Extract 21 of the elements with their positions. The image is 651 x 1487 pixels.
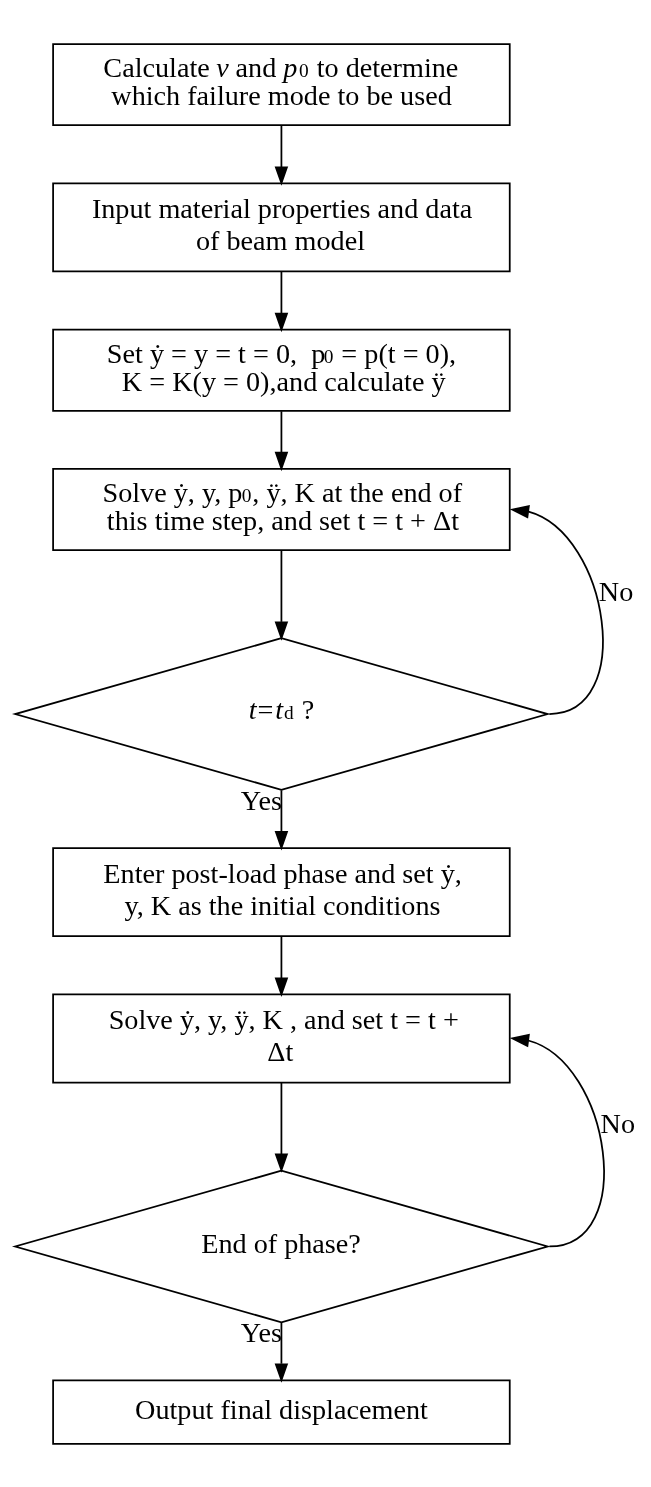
- edge-label: No: [598, 575, 634, 607]
- arrow: [274, 549, 289, 641]
- arrow: [274, 123, 289, 186]
- arrow: [509, 504, 604, 715]
- arrow: [274, 935, 289, 997]
- node-box: Input material properties and data of beam model: [52, 181, 511, 272]
- node-box: Solve ẏ, y, ÿ, K , and set t = t + Δt: [52, 993, 511, 1083]
- arrow: [274, 788, 289, 850]
- node-box: Output final displacement: [52, 1379, 511, 1445]
- node-box: Enter post-load phase and set ẏ, y, K as the initial conditions: [52, 846, 511, 937]
- node-diamond: End of phase?: [12, 1169, 551, 1323]
- node-box: Solve ẏ, y, p0, ÿ, K at the end of this time step, and set t = t + Δt: [52, 467, 511, 551]
- node-box: Calculate v and p0 to determine which failure mode to be used: [52, 42, 511, 126]
- edge-label: No: [600, 1107, 635, 1139]
- arrow: [509, 1033, 605, 1247]
- arrow: [274, 270, 289, 332]
- node-diamond: t=td ?: [12, 636, 551, 791]
- node-box: Set ẏ = y = t = 0, p0 = p(t = 0), K = K(y = 0),and calculate ÿ: [52, 328, 511, 412]
- arrow: [274, 1081, 289, 1173]
- arrow: [274, 409, 289, 471]
- arrow: [274, 1321, 289, 1383]
